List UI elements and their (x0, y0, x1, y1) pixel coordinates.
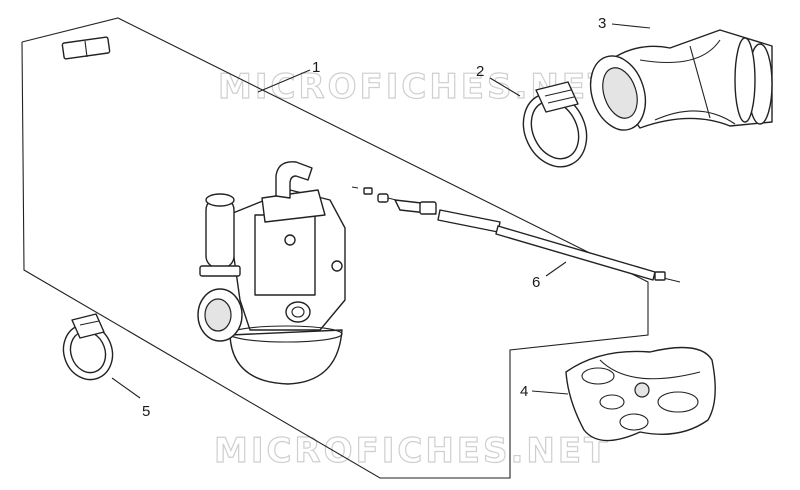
hose-clamp-icon[interactable] (56, 313, 120, 387)
carburettor-icon[interactable] (61, 36, 346, 385)
callout-6: 6 (532, 274, 540, 291)
watermark-bottom: MICROFICHES.NET (214, 431, 610, 471)
gasket-kit-icon[interactable] (565, 346, 716, 442)
assembly-boundary (21, 17, 649, 479)
throttle-cable-icon[interactable] (351, 186, 681, 283)
leader-lines (111, 23, 651, 399)
callout-4: 4 (520, 383, 528, 400)
callout-2: 2 (476, 63, 484, 80)
callout-3: 3 (598, 15, 606, 32)
callout-5: 5 (142, 403, 150, 420)
callout-1: 1 (312, 59, 320, 76)
hose-clamp-icon[interactable] (512, 81, 598, 177)
intake-manifold-icon[interactable] (582, 29, 773, 137)
